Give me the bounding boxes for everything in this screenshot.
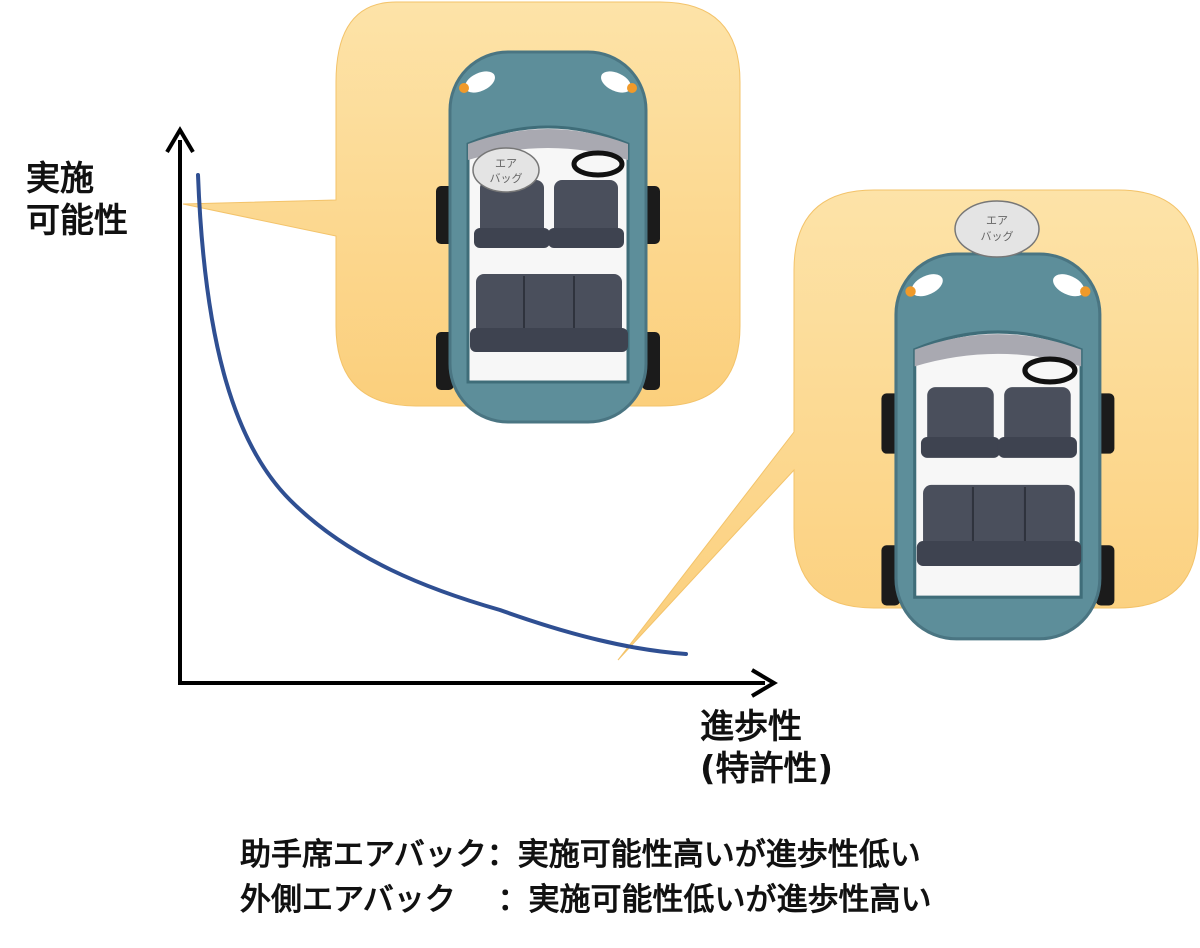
svg-text:バッグ: バッグ — [490, 171, 523, 185]
car-passenger-airbag-icon: エア バッグ — [436, 52, 660, 422]
x-axis-arrow — [750, 668, 778, 698]
y-axis-label: 実施 可能性 — [26, 158, 128, 242]
y-axis-label-line2: 可能性 — [26, 201, 128, 241]
caption-external-airbag: 外側エアバック ：実施可能性低いが進歩性高い — [240, 882, 932, 918]
external-airbag-icon: エア バッグ — [954, 200, 1040, 258]
car-external-airbag-icon — [881, 254, 1114, 639]
x-axis-label-line1: 進歩性 — [700, 707, 802, 747]
y-axis-label-line1: 実施 — [26, 159, 94, 199]
svg-text:エア: エア — [495, 157, 517, 170]
svg-text:バッグ: バッグ — [981, 229, 1014, 243]
tradeoff-curve — [196, 173, 688, 656]
svg-text:エア: エア — [986, 214, 1008, 227]
caption-passenger-airbag: 助手席エアバック：実施可能性高いが進歩性低い — [240, 837, 921, 873]
x-axis-label-line2: (特許性) — [700, 749, 834, 789]
x-axis-label: 進歩性 (特許性) — [700, 706, 833, 790]
y-axis-arrow — [165, 126, 195, 154]
